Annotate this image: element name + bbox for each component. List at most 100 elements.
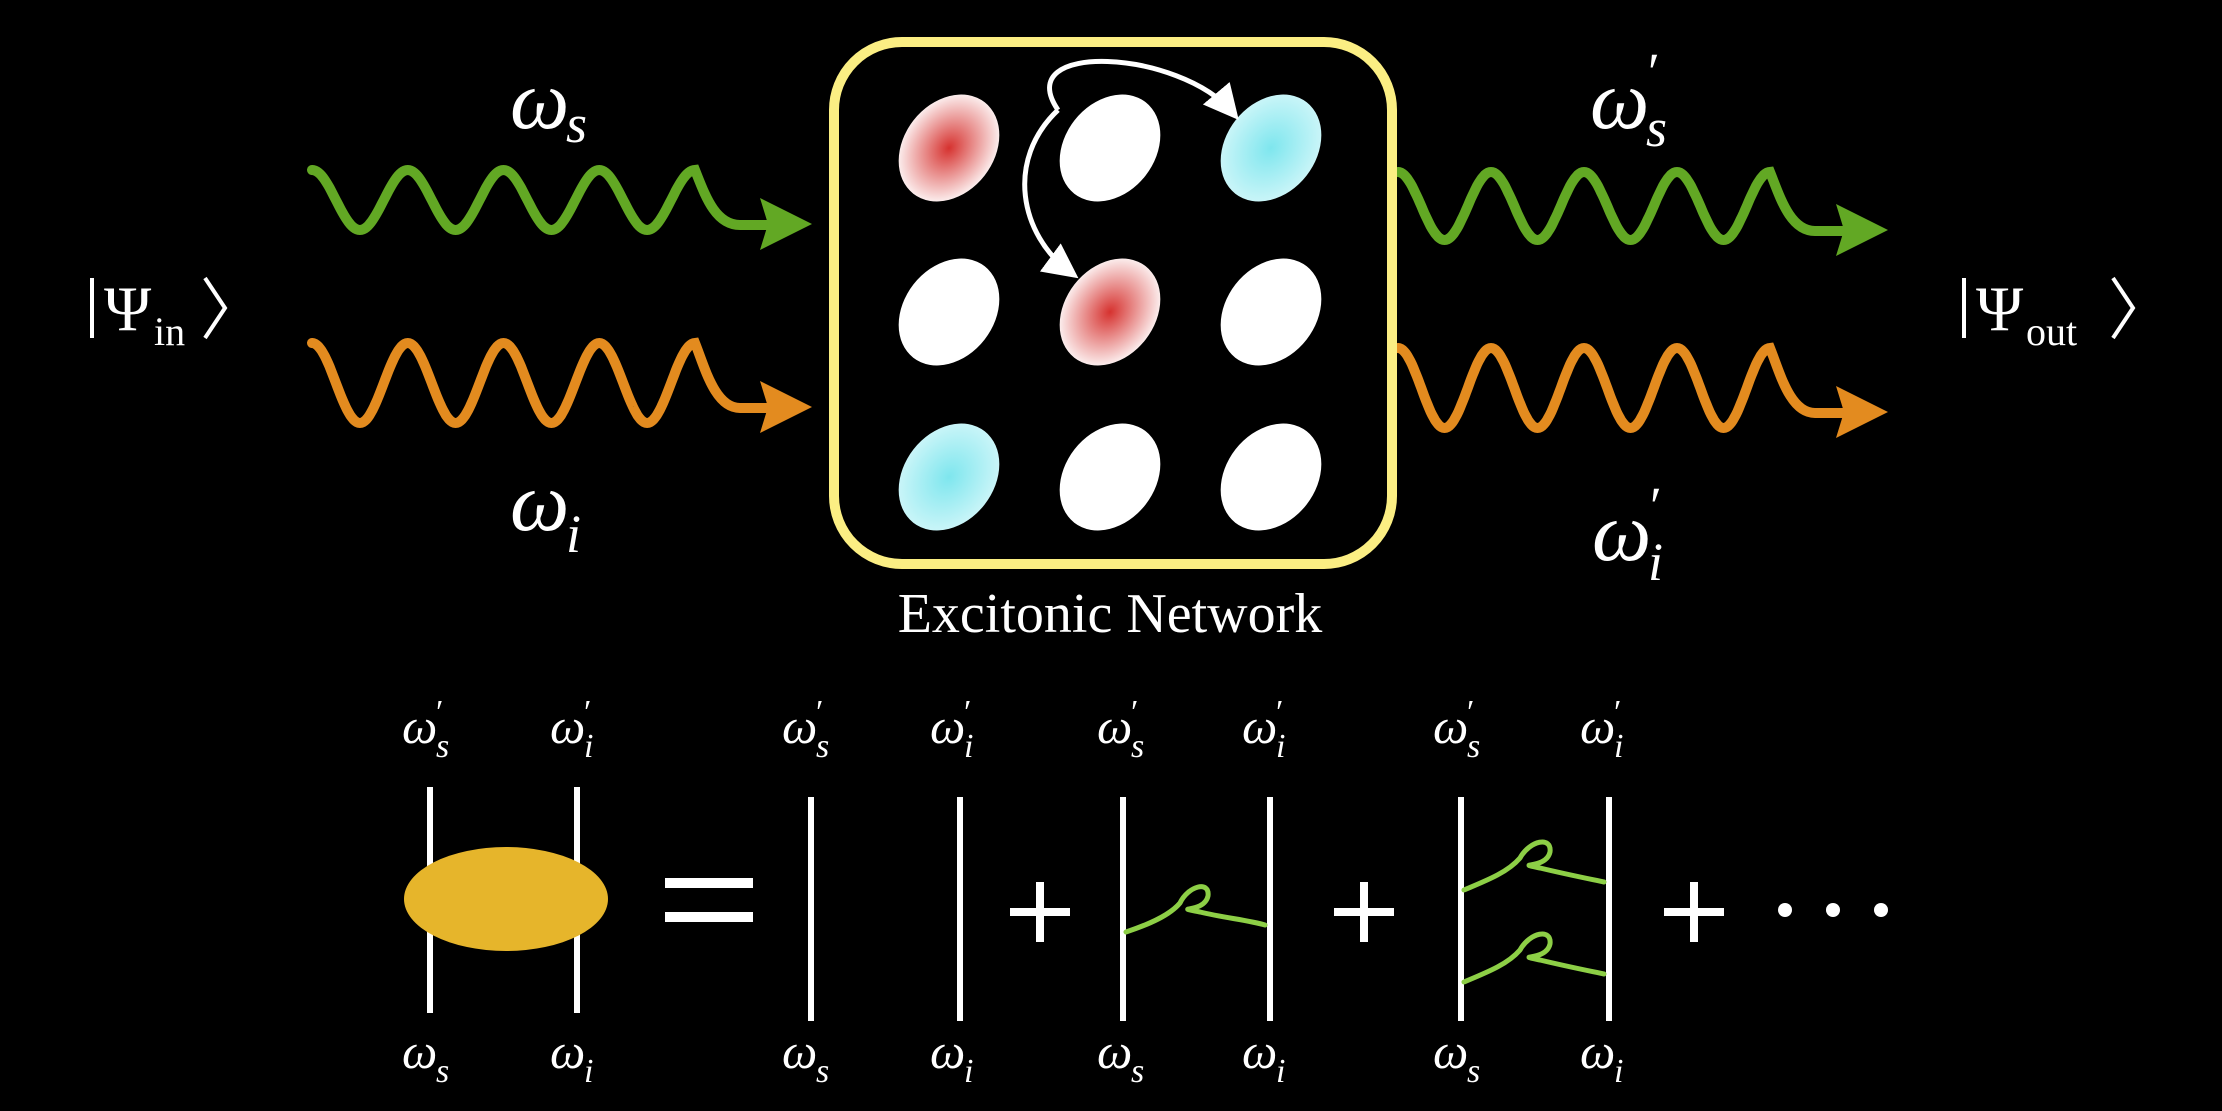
omega-s-in-label: ω s — [510, 54, 587, 154]
svg-text:ω: ω — [1242, 698, 1277, 754]
svg-text:′: ′ — [584, 694, 591, 731]
svg-text:ω: ω — [550, 698, 585, 754]
svg-text:′: ′ — [1467, 694, 1474, 731]
svg-text:ω: ω — [782, 698, 817, 754]
vertex-term — [404, 787, 608, 1013]
equals-sign — [665, 878, 753, 922]
site-ground-2-3 — [1220, 258, 1322, 366]
omega-i-label-1: ωi — [550, 1023, 593, 1090]
site-target-1-3 — [1220, 94, 1322, 202]
omega-i-prime-label-4: ω′i — [1580, 694, 1623, 765]
svg-text:i: i — [584, 1053, 593, 1090]
svg-text:ω: ω — [782, 1023, 817, 1079]
svg-text:s: s — [1131, 1053, 1144, 1090]
svg-text:ω: ω — [1433, 698, 1468, 754]
vertex-blob — [404, 847, 608, 951]
site-ground-3-2 — [1059, 423, 1161, 531]
svg-text:i: i — [1614, 1053, 1623, 1090]
svg-text:i: i — [584, 728, 593, 765]
one-rung-term — [1120, 797, 1273, 1021]
svg-text:ω: ω — [510, 54, 569, 147]
plus-sign-2 — [1334, 882, 1394, 942]
svg-text:′: ′ — [964, 694, 971, 731]
site-target-3-1 — [898, 423, 1000, 531]
psi-out-symbol: Ψ — [1976, 273, 2024, 344]
svg-text:′: ′ — [1648, 42, 1660, 102]
svg-text:′: ′ — [816, 694, 823, 731]
svg-text:′: ′ — [436, 694, 443, 731]
idler-wave-in — [307, 337, 775, 429]
svg-text:′: ′ — [1131, 694, 1138, 731]
svg-text:ω: ω — [402, 1023, 437, 1079]
svg-text:i: i — [1648, 532, 1663, 592]
signal-arrowhead-in — [760, 198, 812, 250]
svg-text:ω: ω — [1242, 1023, 1277, 1079]
svg-text:i: i — [964, 1053, 973, 1090]
network-caption: Excitonic Network — [898, 583, 1323, 645]
omega-s-out-label: ω ′ s — [1590, 42, 1667, 158]
svg-text:ω: ω — [930, 1023, 965, 1079]
svg-text:s: s — [1467, 1053, 1480, 1090]
plus-sign-1 — [1010, 882, 1070, 942]
omega-i-prime-label-1: ω′i — [550, 694, 593, 765]
omega-s-prime-label-3: ω′s — [1097, 694, 1144, 765]
omega-i-label-4: ωi — [1580, 1023, 1623, 1090]
interaction-rung-lower — [1461, 931, 1607, 985]
omega-s-prime-label-2: ω′s — [782, 694, 829, 765]
interaction-rung-upper — [1461, 839, 1607, 893]
svg-text:s: s — [1646, 98, 1667, 158]
site-excited-2-2 — [1059, 258, 1161, 366]
svg-text:′: ′ — [1650, 476, 1662, 536]
signal-wave-in — [307, 164, 775, 236]
svg-text:i: i — [1276, 1053, 1285, 1090]
svg-text:ω: ω — [1097, 698, 1132, 754]
svg-text:i: i — [964, 728, 973, 765]
psi-in-label: Ψ in — [90, 273, 228, 354]
omega-s-label-1: ωs — [402, 1023, 449, 1090]
svg-text:′: ′ — [1276, 694, 1283, 731]
omega-i-label-2: ωi — [930, 1023, 973, 1090]
psi-out-label: Ψ out — [1962, 273, 2136, 354]
transfer-arrow-to-target — [1047, 58, 1239, 121]
svg-text:ω: ω — [1592, 486, 1651, 579]
omega-s-label-2: ωs — [782, 1023, 829, 1090]
omega-i-label-3: ωi — [1242, 1023, 1285, 1090]
svg-text:ω: ω — [550, 1023, 585, 1079]
signal-wave-out — [1393, 166, 1851, 246]
svg-text:ω: ω — [1580, 1023, 1615, 1079]
idler-arrowhead-in — [760, 381, 812, 433]
interaction-rung — [1123, 884, 1268, 935]
omega-i-prime-label-2: ω′i — [930, 694, 973, 765]
free-term — [808, 797, 963, 1021]
omega-s-prime-label-1: ω′s — [402, 694, 449, 765]
svg-text:ω: ω — [402, 698, 437, 754]
omega-i-out-label: ω ′ i — [1592, 476, 1663, 592]
site-ground-2-1 — [898, 258, 1000, 366]
omega-s-prime-label-4: ω′s — [1433, 694, 1480, 765]
svg-text:s: s — [436, 1053, 449, 1090]
svg-text:′: ′ — [1614, 694, 1621, 731]
svg-text:s: s — [816, 728, 829, 765]
site-grid — [898, 94, 1322, 531]
scattering-expansion — [404, 787, 1888, 1021]
svg-text:ω: ω — [510, 456, 569, 549]
svg-text:s: s — [816, 1053, 829, 1090]
svg-text:ω: ω — [1433, 1023, 1468, 1079]
psi-out-subscript: out — [2026, 309, 2077, 354]
omega-i-in-label: ω i — [510, 456, 581, 564]
site-excited-1-1 — [898, 94, 1000, 202]
omega-i-prime-label-3: ω′i — [1242, 694, 1285, 765]
plus-sign-3 — [1664, 882, 1724, 942]
idler-wave-out — [1393, 342, 1851, 434]
svg-text:ω: ω — [930, 698, 965, 754]
svg-text:s: s — [1467, 728, 1480, 765]
svg-text:s: s — [436, 728, 449, 765]
svg-text:ω: ω — [1580, 698, 1615, 754]
transfer-arrow-to-center — [1022, 108, 1079, 279]
svg-text:ω: ω — [1097, 1023, 1132, 1079]
psi-in-symbol: Ψ — [104, 273, 152, 344]
site-ground-1-2 — [1059, 94, 1161, 202]
two-rung-term — [1458, 797, 1612, 1021]
svg-text:s: s — [566, 94, 587, 154]
